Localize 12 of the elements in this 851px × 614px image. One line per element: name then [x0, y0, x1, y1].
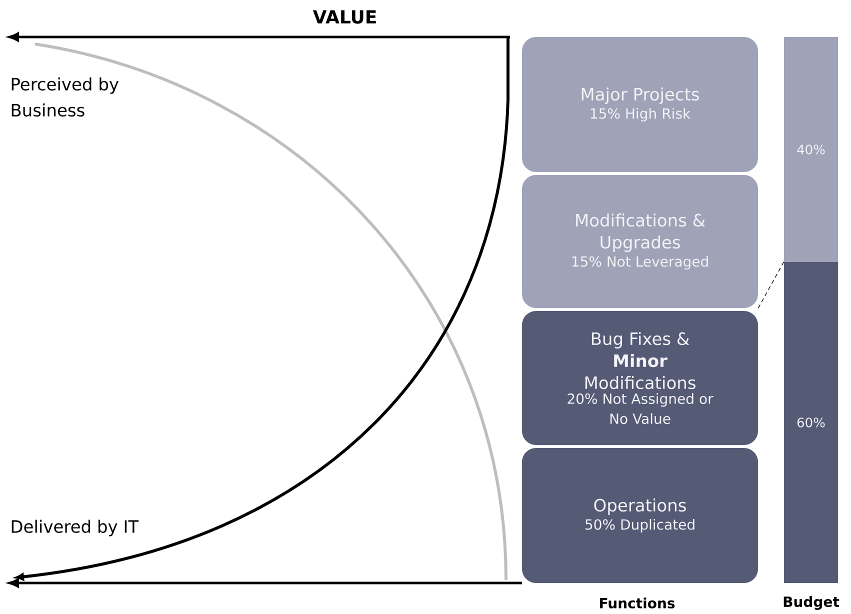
connector-line	[758, 261, 784, 309]
column-label: Functions	[600, 598, 675, 608]
curve-label: Perceived by Business	[12, 77, 118, 117]
function-box: Bug Fixes & Minor Modifications 20% Not Assigned or No Value	[522, 311, 758, 445]
budget-bar: 40%	[784, 37, 838, 262]
column-label: Budget	[784, 596, 840, 610]
axis-title: VALUE	[312, 10, 376, 24]
function-box: Modifications & Upgrades 15% Not Leveraged	[522, 175, 758, 308]
budget-bar: 60%	[784, 262, 838, 583]
function-box: Operations 50% Duplicated	[522, 448, 758, 583]
curve-label: Delivered by IT	[12, 520, 139, 536]
function-box: Major Projects 15% High Risk	[522, 37, 758, 172]
